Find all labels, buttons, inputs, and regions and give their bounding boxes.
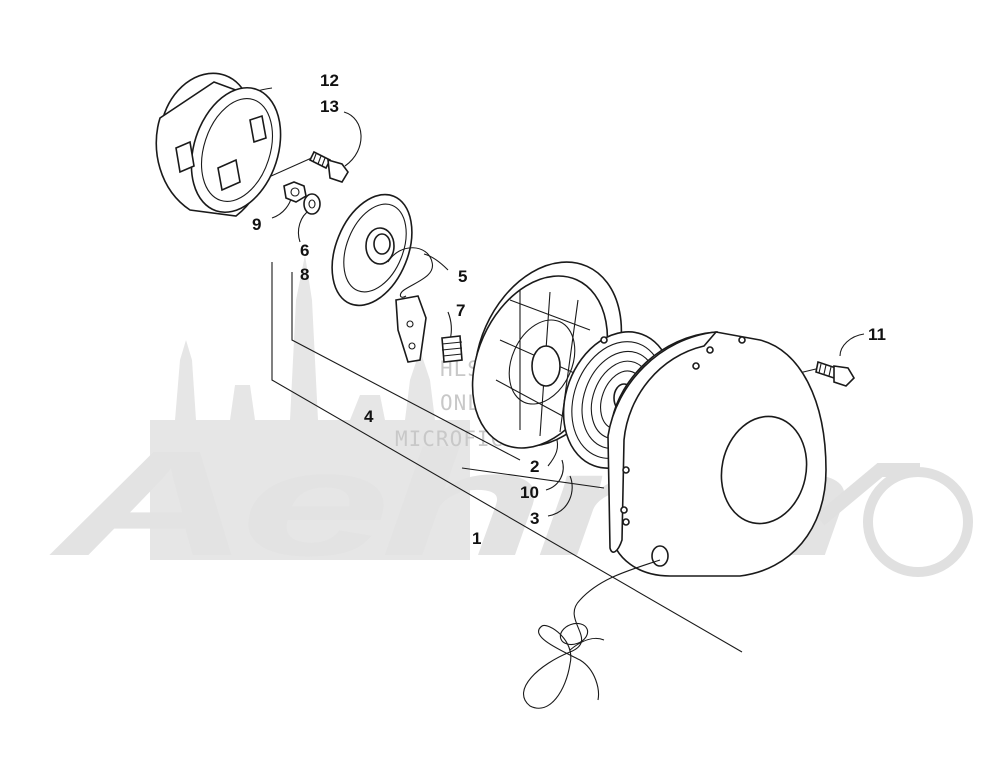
- housing-boss: [720, 415, 808, 525]
- bolt-13-head: [327, 158, 349, 183]
- reel-hub: [531, 345, 561, 387]
- callout-4: 4: [364, 407, 374, 426]
- rope-knot: [559, 622, 589, 646]
- bolt-11-shank: [815, 360, 837, 380]
- bolt-11-head: [833, 365, 856, 387]
- starter-housing-1: [607, 330, 827, 577]
- nut-9-body: [283, 181, 307, 203]
- housing-flange: [607, 330, 718, 553]
- callout-5: 5: [458, 267, 467, 286]
- starter-cup-12: [155, 72, 282, 217]
- axis-line-4: [291, 272, 521, 461]
- cup-window-1: [217, 158, 241, 192]
- callout-2: 2: [530, 457, 539, 476]
- cup-inner-rim: [201, 98, 273, 202]
- callout-6: 6: [300, 241, 309, 260]
- spring-clip-5: [387, 247, 433, 298]
- rope-guide: [651, 545, 669, 567]
- leader-3: [547, 475, 573, 517]
- cup-window-2: [249, 114, 267, 144]
- callout-13: 13: [320, 97, 339, 116]
- housing-holes: [620, 336, 746, 526]
- watermark-wheel: [815, 463, 973, 577]
- leader-13: [343, 111, 362, 167]
- bolt-11: [815, 360, 856, 387]
- leader-6: [297, 209, 311, 243]
- bolt-13: [308, 150, 349, 183]
- leader-5: [423, 253, 449, 271]
- leader-11: [839, 333, 865, 357]
- callout-7: 7: [456, 301, 465, 320]
- callout-8: 8: [300, 265, 309, 284]
- callout-9: 9: [252, 215, 261, 234]
- callout-3: 3: [530, 509, 539, 528]
- callout-1: 1: [472, 529, 481, 548]
- pawl-spring-7: [441, 335, 463, 363]
- cup-window-3: [175, 140, 195, 174]
- starter-rope: [523, 559, 661, 709]
- axis-line-1: [271, 262, 743, 653]
- pawl: [395, 295, 427, 363]
- nut-9: [283, 181, 307, 203]
- washer-6-body: [303, 193, 321, 215]
- callouts: 12 13 9 6 8 5 7 11 4 2 10 3 1: [252, 71, 886, 548]
- washer-6: [303, 193, 321, 215]
- callout-12: 12: [320, 71, 339, 90]
- leader-10: [545, 459, 564, 491]
- leader-7: [447, 311, 452, 341]
- friction-plate-8: [331, 193, 413, 307]
- callout-11: 11: [868, 325, 886, 344]
- rope-axis: [461, 467, 605, 489]
- watermark-skyline: [150, 255, 470, 560]
- callout-10: 10: [520, 483, 539, 502]
